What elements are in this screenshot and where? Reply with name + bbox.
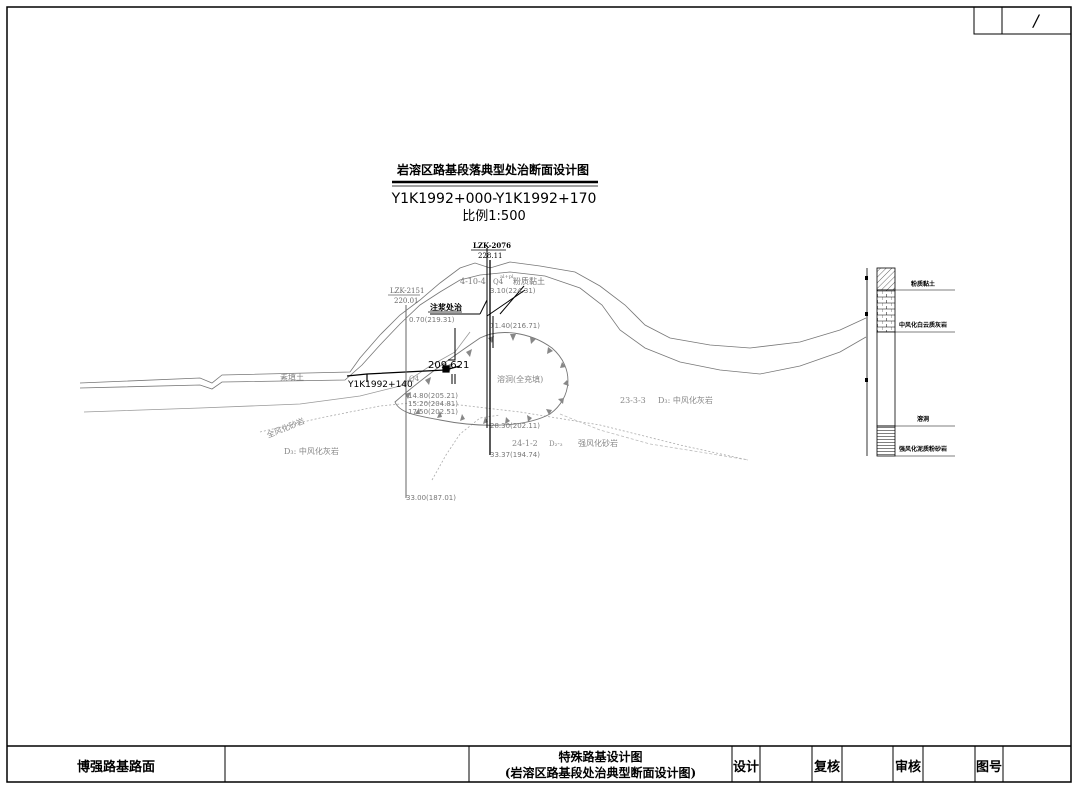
elev-annotation: 11.40(216.71) [490,322,540,330]
title-block-check-label: 复核 [813,760,840,775]
silty-clay-label: 粉质黏土 [513,276,545,286]
d3-left-label: D₃: 中风化灰岩 [284,446,339,456]
q4-superscript: al+pl [500,274,514,280]
borehole-legend: 粉质黏土 中风化白云质灰岩 溶洞 强风化泥质粉砂岩 [865,267,955,457]
title-block-review-label: 审核 [894,760,921,775]
elev-annotation: 0.70(219.31) [409,316,455,324]
elev-annotation: 17.50(202.51) [408,408,458,416]
title-block [7,745,1071,782]
fully-weathered-sandstone-label: 全风化砂岩 [265,416,306,440]
station-label: Y1K1992+140 [347,380,413,390]
fill-soil-label: 素填土 [280,372,304,382]
chainage-range: Y1K1992+000-Y1K1992+170 [391,191,597,207]
legend-strong-siltstone: 强风化泥质粉砂岩 [899,445,947,453]
d3-moderate-limestone: D₃: 中风化灰岩 [658,395,713,405]
title-block-project: 博强路基路面 [76,760,155,775]
sheet-border [6,6,1072,783]
strata-24-1-2: 24-1-2 [512,439,538,448]
q4-small-label: Q4 [409,375,420,383]
legend-karst-cave: 溶洞 [917,415,929,423]
title-block-drawing-name: 特殊路基设计图 [558,750,643,764]
elev-annotation: 28.30(202.11) [490,422,540,430]
elev-annotation: 14.80(205.21) [408,392,458,400]
elevation-annotations: 3.10(224.31) 0.70(219.31) 11.40(216.71) … [406,287,540,502]
fill-boundary [83,331,471,413]
title-block-drawing-subname: (岩溶区路基段处治典型断面设计图) [504,766,697,780]
sheet-counter: / [1031,11,1040,30]
strata-boundary-right [559,413,749,461]
elev-annotation: 33.00(187.01) [406,494,456,502]
title-block-drawing-no-label: 图号 [975,760,1002,775]
borehole-id: LZK-2151 [390,287,424,295]
grouting-label: 注浆处治 [430,302,462,312]
karst-cave-label: 溶洞(全充填) [497,374,543,384]
borehole-lzk-2151: LZK-2151 220.01 [388,287,424,498]
borehole-lzk-2076: LZK-2076 228.11 [471,241,511,455]
title-block-design-label: 设计 [732,760,759,775]
drawing-title: 岩溶区路基段落典型处治断面设计图 [396,162,589,177]
drawing-scale: 比例1:500 [462,209,525,224]
elev-annotation: 3.10(224.31) [490,287,536,295]
strata-boundary-lower [431,414,501,481]
elev-annotation: 33.37(194.74) [490,451,540,459]
counter-box-left [973,6,1003,35]
design-elevation: 209.621 [428,360,469,371]
counter-box-right [1001,6,1072,35]
strata-4-10-4: 4-10-4 [460,277,486,286]
borehole-id: LZK-2076 [473,241,511,250]
d2-code: D₂-₃ [549,440,563,448]
legend-silty-clay: 粉质黏土 [911,280,935,288]
legend-dolomitic-limestone: 中风化白云质灰岩 [899,321,947,329]
grouting-lines [430,248,526,428]
q4-label: Q4 [493,278,504,286]
borehole-elev: 228.11 [478,252,503,260]
strata-23-3-3: 23-3-3 [620,396,646,405]
borehole-elev: 220.01 [394,297,419,305]
elev-annotation: 15.20(204.81) [408,400,458,408]
strong-sandstone-label: 强风化砂岩 [578,438,618,448]
